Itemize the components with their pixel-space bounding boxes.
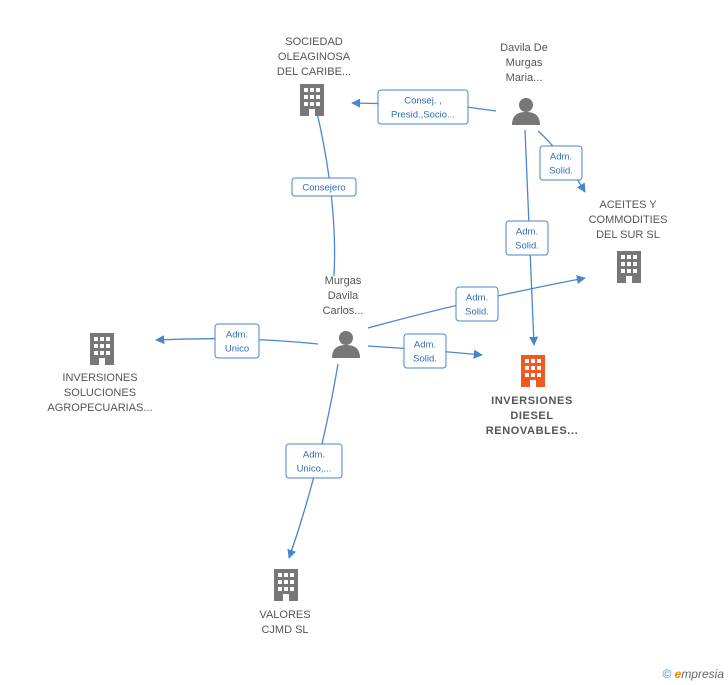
edge-label-box[interactable] <box>291 177 357 197</box>
building-icon[interactable] <box>300 84 324 116</box>
edge-murgas-to-inversiones_diesel: Adm. Solid. <box>367 333 483 369</box>
edge-label-text: Consejero <box>302 183 345 194</box>
edge-label-text: Adm. <box>466 293 488 304</box>
edge-label-text: Adm. <box>414 340 436 351</box>
person-icon[interactable] <box>332 331 360 358</box>
edge-label-text: Adm. <box>226 330 248 341</box>
edge-label-text: Presid.,Socio... <box>391 110 455 121</box>
node-label[interactable]: CJMD SL <box>261 624 308 636</box>
edge-label-box[interactable] <box>403 333 447 369</box>
footer-brand: © empresia <box>662 667 724 681</box>
node-inversiones_diesel[interactable]: INVERSIONES DIESEL RENOVABLES... <box>486 355 579 437</box>
edge-murgas-to-valores: Adm. Unico,... <box>285 363 343 559</box>
edge-murgas-to-inversiones_sol: Adm. Unico <box>155 323 319 359</box>
node-sociedad[interactable]: SOCIEDAD OLEAGINOSA DEL CARIBE... <box>277 36 351 116</box>
nodes-layer: SOCIEDAD OLEAGINOSA DEL CARIBE... Davila De… <box>47 36 667 636</box>
edge-label-text: Solid. <box>413 354 437 365</box>
node-valores[interactable]: VALORES CJMD SL <box>259 569 311 636</box>
edge-label-box[interactable] <box>214 323 260 359</box>
building-icon[interactable] <box>90 333 114 365</box>
brand-logo-initial: e <box>674 667 682 681</box>
edge-label-box[interactable] <box>285 443 343 479</box>
node-label[interactable]: Davila <box>328 290 359 302</box>
node-aceites[interactable]: ACEITES Y COMMODITIES DEL SUR SL <box>589 199 668 283</box>
node-label[interactable]: DEL CARIBE... <box>277 66 351 78</box>
building-icon[interactable] <box>521 355 545 387</box>
edge-label-text: Solid. <box>515 241 539 252</box>
node-murgas[interactable]: MurgasDavilaCarlos... <box>323 275 364 358</box>
node-label[interactable]: INVERSIONES <box>491 395 573 407</box>
node-label[interactable]: Carlos... <box>323 305 364 317</box>
node-label[interactable]: Murgas <box>325 275 362 287</box>
node-label[interactable]: DEL SUR SL <box>596 229 660 241</box>
edge-murgas-to-aceites: Adm. Solid. <box>367 275 586 329</box>
edge-label-text: Adm. <box>550 152 572 163</box>
edge-label-box[interactable] <box>377 89 469 125</box>
node-label[interactable]: INVERSIONES <box>62 372 137 384</box>
edge-label-text: Adm. <box>516 227 538 238</box>
building-icon[interactable] <box>617 251 641 283</box>
edge-label-text: Adm. <box>303 450 325 461</box>
node-label[interactable]: SOCIEDAD <box>285 36 343 48</box>
edge-label-text: Solid. <box>549 166 573 177</box>
node-label[interactable]: OLEAGINOSA <box>278 51 351 63</box>
edge-davila-to-inversiones_diesel: Adm. Solid. <box>505 129 549 346</box>
edge-label-box[interactable] <box>505 220 549 256</box>
edge-label-text: Consej. , <box>404 96 442 107</box>
edge-label-box[interactable] <box>539 145 583 181</box>
node-label[interactable]: AGROPECUARIAS... <box>47 402 152 414</box>
edge-label-text: Unico,... <box>297 464 332 475</box>
edges-layer: Consej. , Presid.,Socio... Adm. Solid. Adm. S… <box>155 89 586 559</box>
edge-label-text: Unico <box>225 344 249 355</box>
edge-label-box[interactable] <box>455 286 499 322</box>
edge-davila-to-aceites: Adm. Solid. <box>537 130 586 193</box>
node-davila[interactable]: Davila De MurgasMaria... <box>500 42 548 125</box>
node-label[interactable]: Maria... <box>506 72 543 84</box>
node-label[interactable]: DIESEL <box>510 410 553 422</box>
edge-davila-to-sociedad: Consej. , Presid.,Socio... <box>351 89 497 125</box>
node-label[interactable]: RENOVABLES... <box>486 425 579 437</box>
node-label[interactable]: VALORES <box>259 609 310 621</box>
node-label[interactable]: Davila De <box>500 42 548 54</box>
person-icon[interactable] <box>512 98 540 125</box>
copyright-symbol: © <box>662 667 672 681</box>
node-label[interactable]: ACEITES Y <box>599 199 657 211</box>
edge-label-text: Solid. <box>465 307 489 318</box>
edge-murgas-to-sociedad: Consejero <box>291 103 357 277</box>
node-label[interactable]: Murgas <box>506 57 543 69</box>
building-icon[interactable] <box>274 569 298 601</box>
node-inversiones_sol[interactable]: INVERSIONES SOLUCIONES AGROPECUARIAS... <box>47 333 153 414</box>
node-label[interactable]: COMMODITIES <box>589 214 668 226</box>
node-label[interactable]: SOLUCIONES <box>64 387 136 399</box>
brand-logo-text: mpresia <box>681 667 724 681</box>
